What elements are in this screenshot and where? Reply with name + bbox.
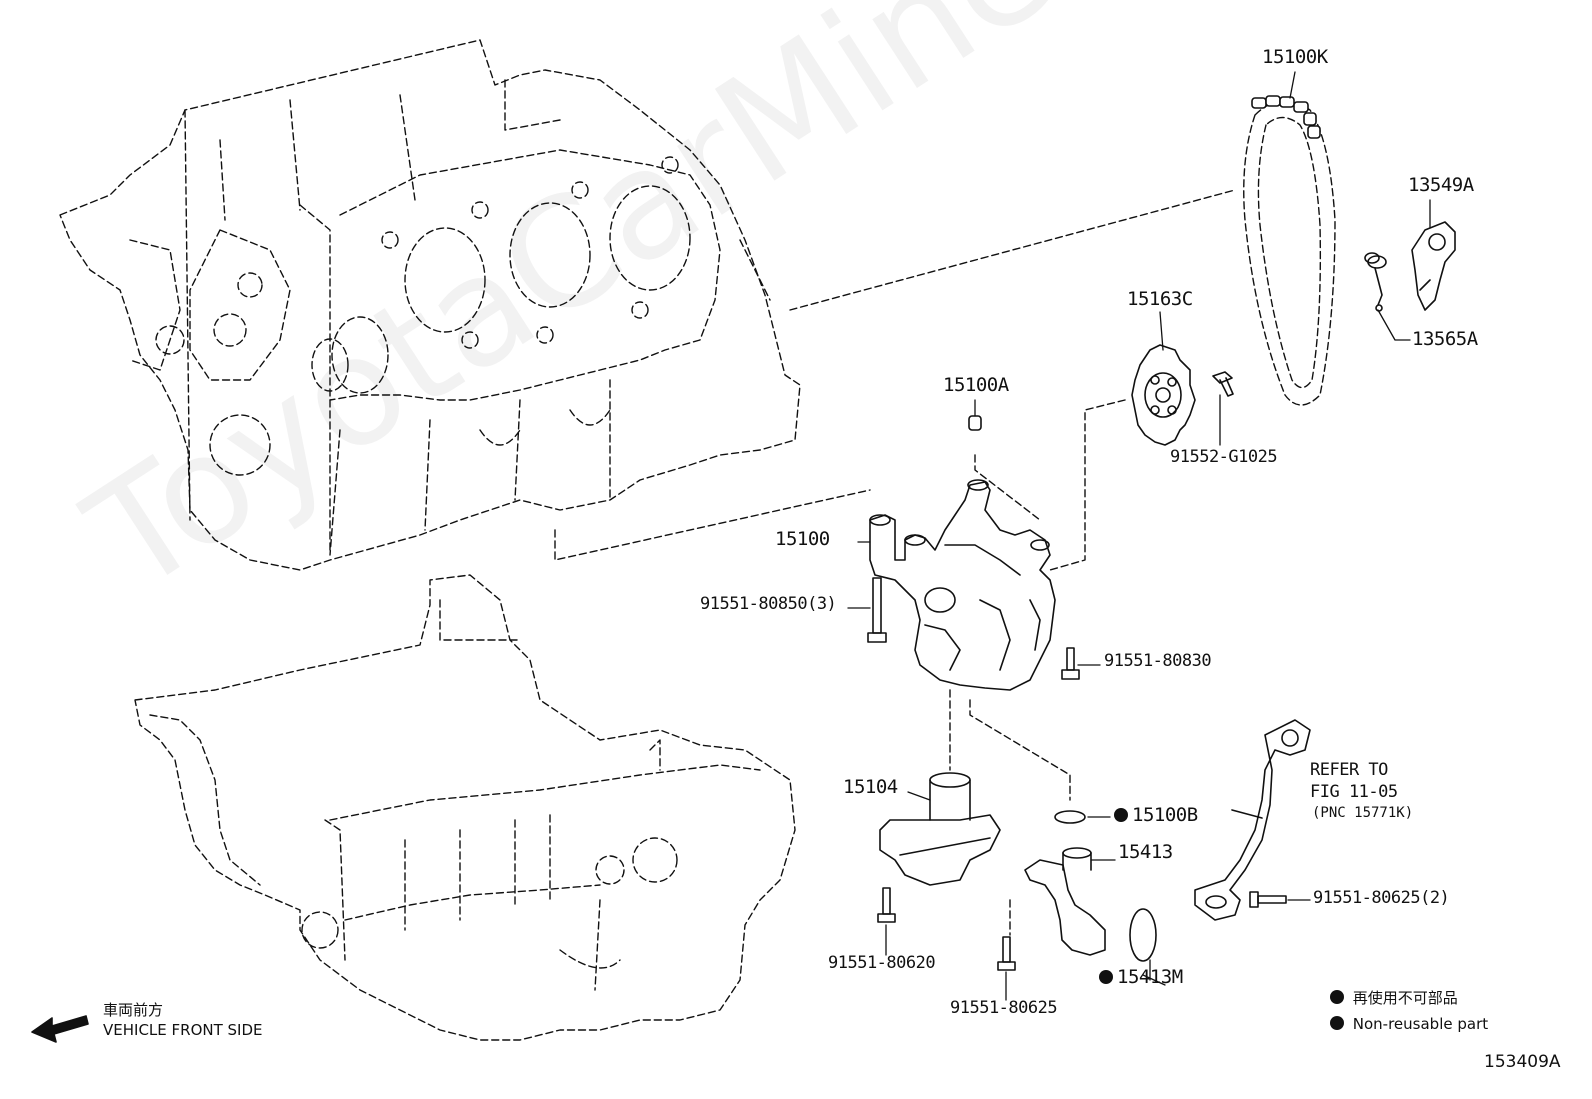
- label-15104: 15104: [843, 776, 898, 798]
- label-15100b: 15100B: [1114, 806, 1198, 825]
- oil-strainer: [879, 772, 1001, 886]
- bolt-91551-80625-x2: [1249, 891, 1287, 908]
- o-ring-15413m: [1129, 908, 1157, 962]
- legend-jp: 再使用不可部品: [1330, 990, 1458, 1006]
- front-direction-arrow: [31, 1015, 89, 1043]
- timing-chain: [1243, 100, 1336, 406]
- non-reusable-dot: [1114, 808, 1128, 822]
- label-15413: 15413: [1118, 841, 1173, 863]
- bolt-91551-80850: [867, 577, 887, 643]
- o-ring-15100b: [1054, 810, 1086, 824]
- direction-label-en: VEHICLE FRONT SIDE: [103, 1021, 263, 1039]
- label-91551-80850: 91551-80850(3): [700, 594, 837, 614]
- guide-lines: [554, 189, 1236, 936]
- bolt-91551-80830: [1061, 647, 1080, 680]
- bolt-91552-g1025: [1212, 371, 1234, 397]
- dowel-pin: [968, 415, 982, 431]
- label-13549a: 13549A: [1408, 174, 1474, 196]
- direction-label-jp: 車両前方: [103, 1001, 164, 1019]
- label-15163c: 15163C: [1127, 288, 1193, 310]
- refer-note-line2: FIG 11-05: [1310, 782, 1398, 802]
- legend-en: Non-reusable part: [1330, 1016, 1488, 1032]
- non-reusable-dot: [1099, 970, 1113, 984]
- legend-dot: [1330, 990, 1344, 1004]
- label-91551-80625: 91551-80625: [950, 998, 1058, 1018]
- label-91551-80625-2: 91551-80625(2): [1313, 888, 1450, 908]
- label-15100k: 15100K: [1262, 46, 1328, 68]
- label-91551-80620: 91551-80620: [828, 953, 936, 973]
- label-15100: 15100: [775, 528, 830, 550]
- oil-pump-assembly: [869, 479, 1056, 691]
- oil-level-gauge-guide: [1194, 719, 1311, 921]
- bolt-91551-80620: [877, 887, 896, 923]
- refer-note-line3: (PNC 15771K): [1312, 805, 1414, 821]
- chain-tensioner: [1411, 221, 1456, 311]
- chain-links: [1251, 95, 1321, 139]
- refer-note-line1: REFER TO: [1310, 760, 1388, 780]
- label-15100a: 15100A: [943, 374, 1009, 396]
- oil-pump-sprocket: [1131, 344, 1196, 446]
- leader-lines: [847, 71, 1431, 1001]
- label-91552-g1025: 91552-G1025: [1170, 447, 1278, 467]
- label-91551-80830: 91551-80830: [1104, 651, 1212, 671]
- label-15413m: 15413M: [1099, 968, 1183, 987]
- label-13565a: 13565A: [1412, 328, 1478, 350]
- oil-pipe: [1024, 847, 1106, 956]
- figure-id: 153409A: [1484, 1052, 1561, 1072]
- engine-block: [59, 39, 801, 571]
- legend-dot: [1330, 1016, 1344, 1030]
- tensioner-spring: [1364, 252, 1387, 312]
- bolt-91551-80625: [997, 936, 1016, 971]
- oil-pan: [134, 574, 796, 1041]
